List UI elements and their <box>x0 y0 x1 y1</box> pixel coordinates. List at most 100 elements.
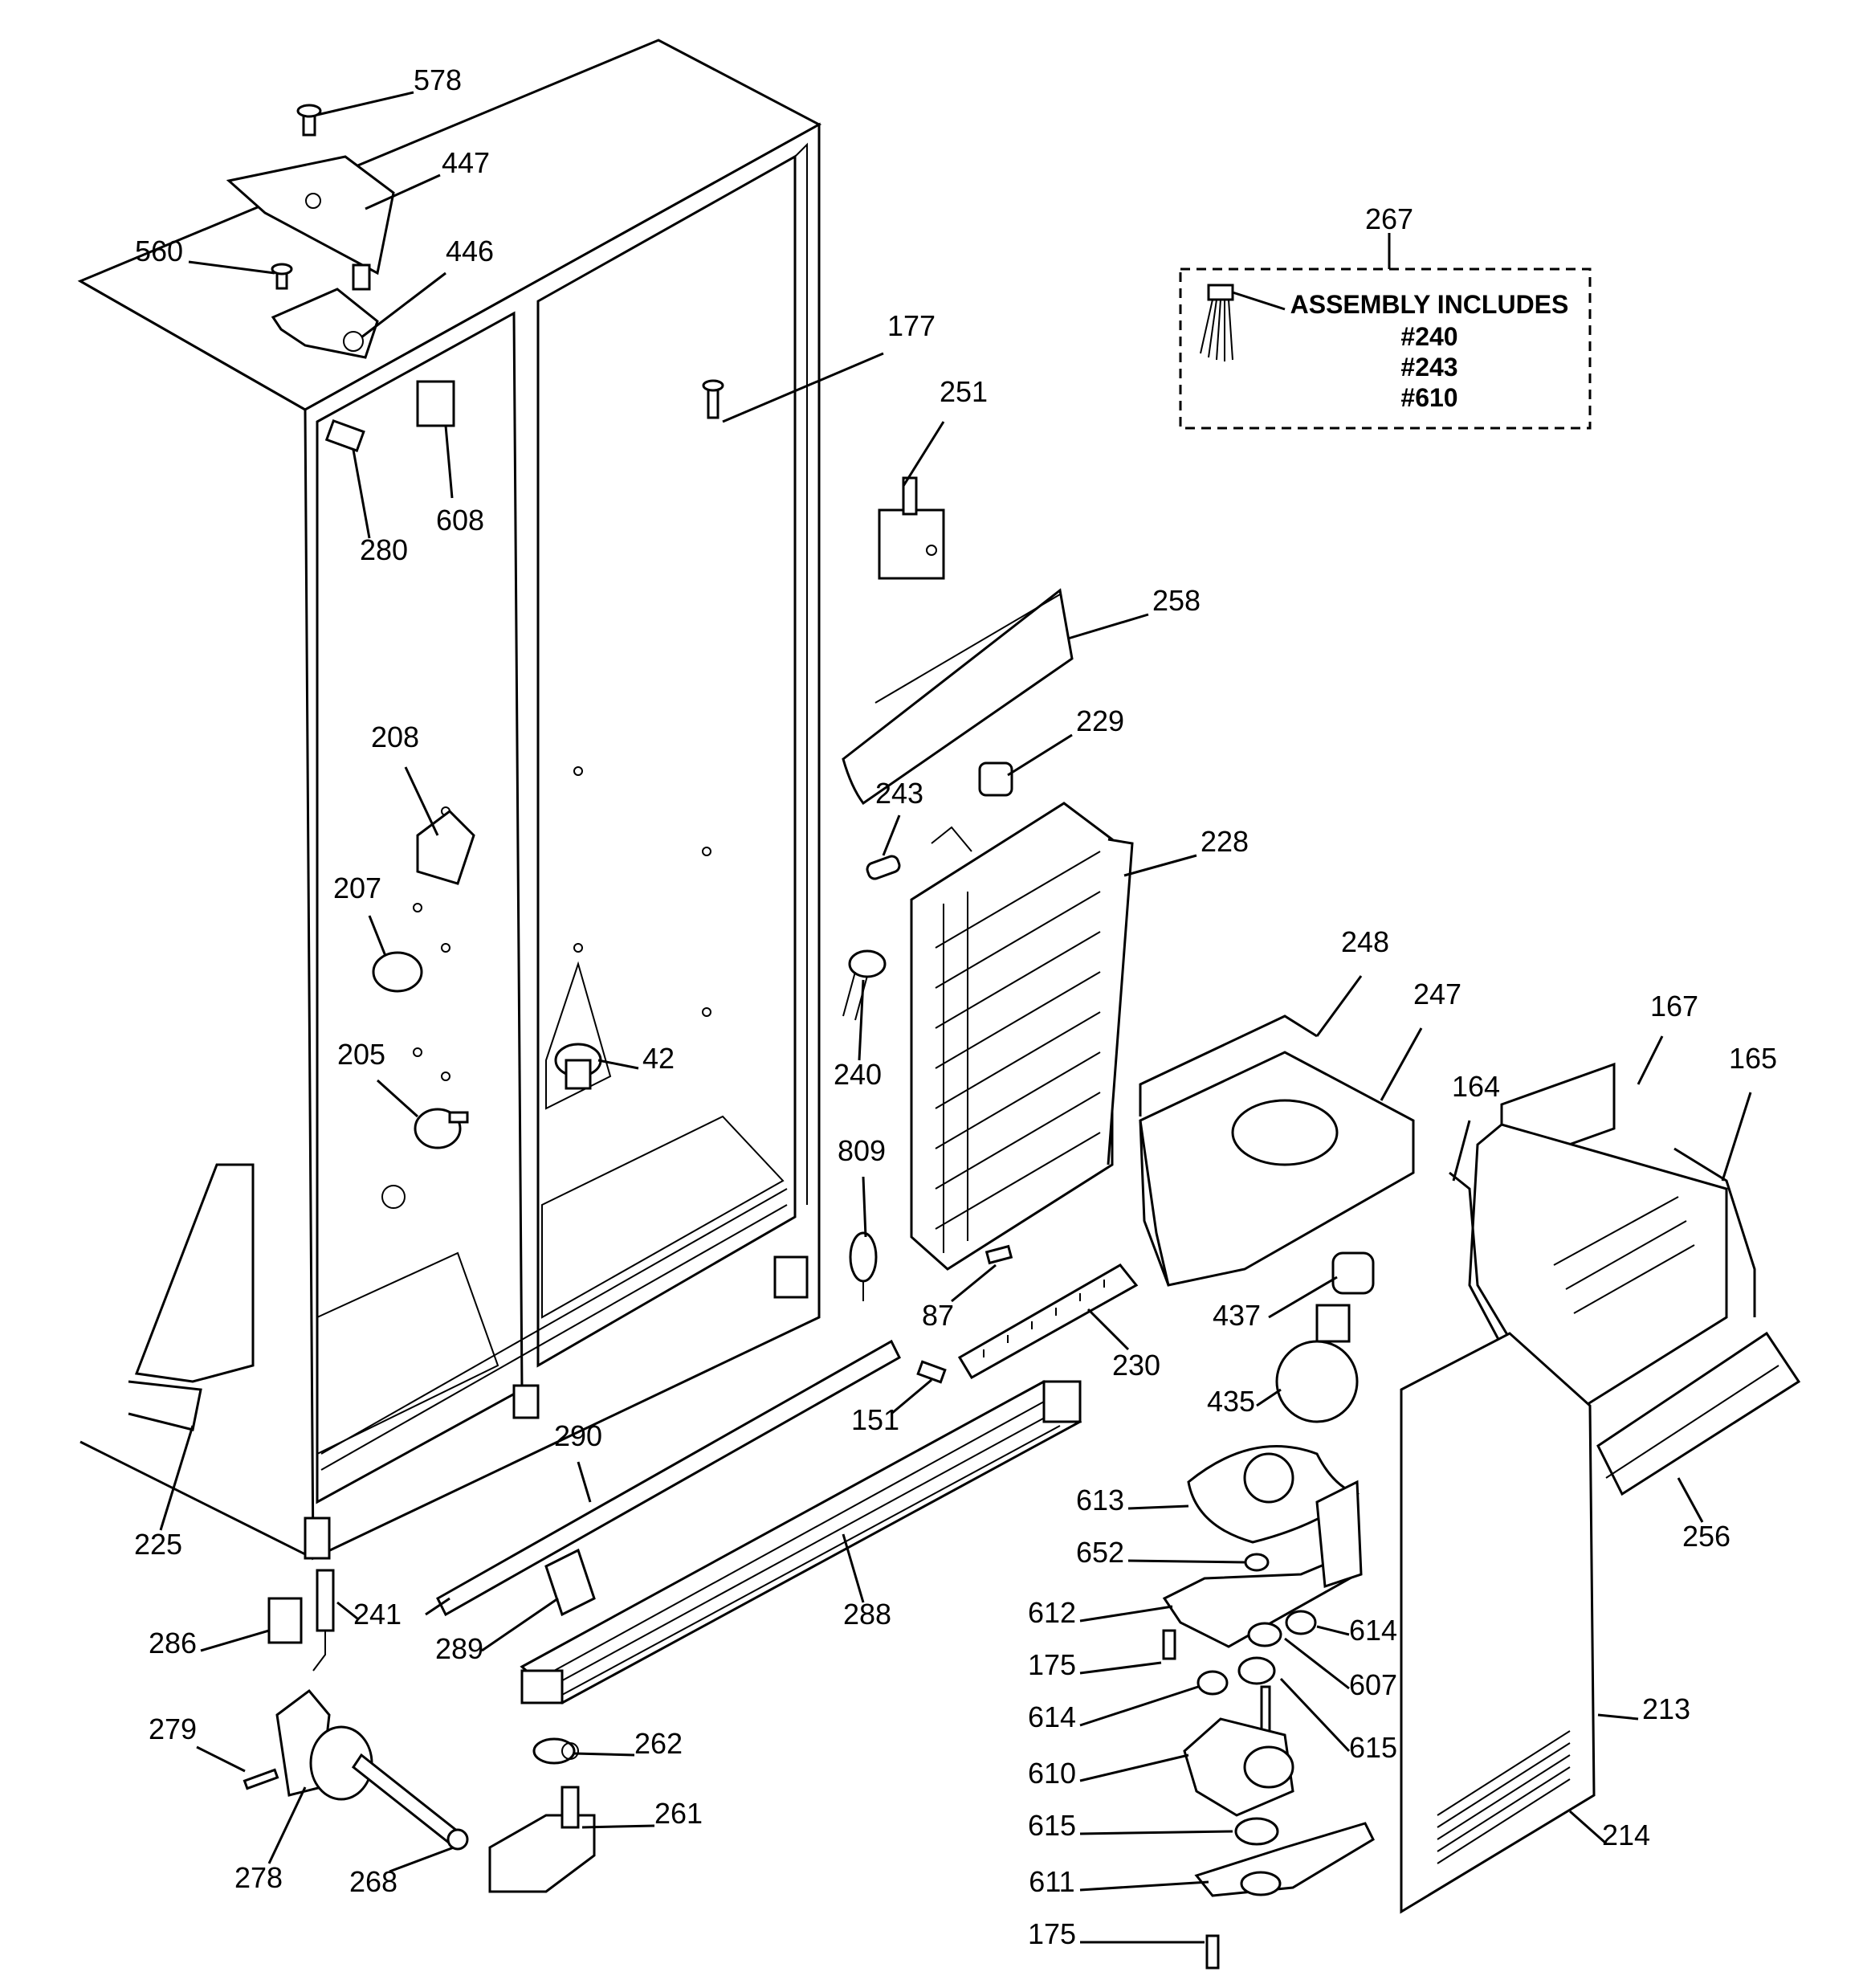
lamp-parts <box>1275 1251 1375 1423</box>
callout-label-243: 243 <box>875 777 923 810</box>
callout-leader-line <box>365 173 441 210</box>
callout-label-251: 251 <box>940 375 988 408</box>
part-278-268-279 <box>243 1688 469 1851</box>
evaporator-228 <box>910 802 1134 1271</box>
assembly-heading: ASSEMBLY INCLUDES <box>1290 290 1569 319</box>
callout-leader-line <box>1127 1559 1245 1564</box>
callout-leader-line <box>1067 613 1149 640</box>
callout-label-261: 261 <box>654 1797 703 1830</box>
callout-label-258: 258 <box>1152 584 1201 617</box>
callout-label-230: 230 <box>1112 1349 1160 1382</box>
callout-leader-line <box>1677 1477 1704 1523</box>
bottom-hinge-262-261 <box>488 1737 596 1893</box>
callout-label-611: 611 <box>1029 1865 1074 1898</box>
callout-leader-line <box>1637 1035 1664 1085</box>
small-parts-center <box>842 949 1013 1384</box>
callout-label-278: 278 <box>234 1861 283 1894</box>
callout-leader-line <box>316 91 414 116</box>
callout-leader-line <box>361 271 446 339</box>
assembly-item: #243 <box>1400 353 1457 382</box>
callout-leader-line <box>573 1752 635 1757</box>
callout-label-167: 167 <box>1650 990 1698 1023</box>
callout-label-809: 809 <box>838 1134 886 1167</box>
callout-leader-line <box>577 1461 592 1503</box>
part-258 <box>842 588 1074 806</box>
callout-label-615a: 615 <box>1349 1731 1397 1764</box>
callout-label-240: 240 <box>834 1058 882 1091</box>
callout-label-175a: 175 <box>1028 1648 1076 1681</box>
callout-label-205: 205 <box>337 1038 385 1071</box>
callout-label-208: 208 <box>371 720 419 753</box>
callout-leader-line <box>1079 1605 1173 1623</box>
callout-leader-line <box>389 1846 455 1873</box>
callout-label-256: 256 <box>1682 1520 1731 1553</box>
callout-leader-line <box>1569 1810 1607 1845</box>
callout-label-435: 435 <box>1207 1385 1255 1418</box>
callout-label-247: 247 <box>1413 978 1461 1010</box>
callout-leader-line <box>336 1601 358 1620</box>
callout-leader-line <box>581 1824 655 1829</box>
callout-label-229: 229 <box>1076 704 1124 737</box>
callout-leader-line <box>882 814 901 856</box>
callout-leader-line <box>1079 1661 1162 1675</box>
assembly-ref-label: 267 <box>1365 202 1413 235</box>
callout-leader-line <box>1597 1713 1639 1721</box>
callout-label-207: 207 <box>333 872 381 904</box>
callout-leader-line <box>597 1059 639 1070</box>
callout-leader-line <box>1079 1685 1199 1727</box>
callout-leader-line <box>1721 1092 1752 1182</box>
assembly-item: #240 <box>1400 322 1457 351</box>
callout-label-42: 42 <box>642 1042 675 1075</box>
callout-leader-line <box>722 352 884 423</box>
callout-leader-line <box>267 1786 307 1864</box>
callout-label-151: 151 <box>851 1403 899 1436</box>
assembly-item: #610 <box>1400 383 1457 412</box>
callout-leader-line <box>1256 1388 1282 1407</box>
callout-label-615b: 615 <box>1028 1809 1076 1842</box>
callout-leader-line <box>404 766 439 836</box>
callout-label-262: 262 <box>634 1727 683 1760</box>
callout-leader-line <box>902 421 945 487</box>
callout-leader-line <box>1123 854 1197 877</box>
callout-label-612: 612 <box>1028 1596 1076 1629</box>
callout-leader-line <box>1086 1308 1130 1351</box>
callout-leader-line <box>481 1597 559 1652</box>
callout-label-228: 228 <box>1201 825 1249 858</box>
callout-leader-line <box>1316 1625 1350 1636</box>
callout-label-446: 446 <box>446 235 494 267</box>
part-230 <box>957 1263 1139 1380</box>
callout-label-610: 610 <box>1028 1757 1076 1790</box>
callout-leader-line <box>1315 975 1363 1037</box>
assembly-box: 267 ASSEMBLY INCLUDES #240 #243 #610 <box>1179 202 1592 430</box>
callout-leader-line <box>196 1745 246 1773</box>
callout-label-286: 286 <box>149 1627 197 1659</box>
callout-label-87: 87 <box>922 1299 954 1332</box>
callout-leader-line <box>842 1533 865 1603</box>
part-290 <box>425 1339 901 1617</box>
callout-leader-line <box>188 260 275 275</box>
callout-leader-line <box>1452 1120 1471 1182</box>
callout-label-560: 560 <box>135 235 183 267</box>
callout-label-288: 288 <box>843 1598 891 1631</box>
callout-label-578: 578 <box>414 63 462 96</box>
callout-label-164: 164 <box>1452 1070 1500 1103</box>
part-251 <box>878 476 945 580</box>
callout-label-225: 225 <box>134 1528 182 1561</box>
callout-leader-line <box>951 1263 997 1303</box>
callout-leader-line <box>1380 1027 1423 1101</box>
callout-leader-line <box>368 915 387 957</box>
callout-leader-line <box>376 1079 419 1118</box>
fan-motor-assembly <box>1162 1445 1375 1970</box>
panel-213 <box>1400 1332 1596 1914</box>
assembly-box-border <box>1179 267 1592 430</box>
callout-leader-line <box>862 1176 867 1238</box>
callout-leader-line <box>352 449 371 539</box>
cabinet <box>77 39 822 1561</box>
callout-label-214: 214 <box>1602 1819 1650 1851</box>
fan-housing-247-248 <box>1139 1014 1415 1287</box>
callout-label-165: 165 <box>1729 1042 1777 1075</box>
callout-label-248: 248 <box>1341 925 1389 958</box>
